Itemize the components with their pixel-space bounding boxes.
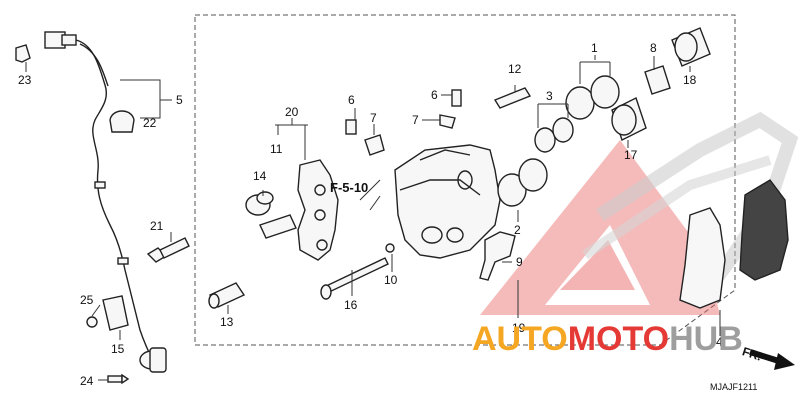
pad-pin-16 [320, 257, 389, 300]
piston-17 [611, 97, 647, 141]
leader-lines [25, 55, 721, 381]
speed-sensor-harness [44, 31, 167, 373]
part-label-12: 12 [508, 62, 522, 76]
part-label-11: 11 [270, 142, 283, 156]
piston-seals-lower [497, 158, 548, 207]
part-label-8: 8 [650, 41, 657, 55]
part-label-1: 1 [591, 41, 598, 55]
assembly-frame [194, 14, 736, 346]
part-label-7a: 7 [370, 111, 377, 125]
part-label-9: 9 [516, 255, 523, 269]
part-label-5: 5 [176, 93, 183, 107]
part-label-25: 25 [80, 293, 94, 307]
part-label-14: 14 [253, 169, 267, 183]
part-label-20: 20 [285, 105, 299, 119]
part-label-10: 10 [384, 273, 398, 287]
caliper-bracket [259, 159, 339, 261]
piston-seals [534, 117, 574, 153]
part-label-2: 2 [514, 223, 521, 237]
direction-arrow-icon [749, 349, 795, 370]
slide-pin-13 [208, 282, 246, 309]
part-label-23: 23 [18, 73, 32, 87]
part-label-15: 15 [111, 342, 125, 356]
part-label-13: 13 [220, 315, 234, 329]
part-label-7b: 7 [412, 113, 419, 127]
watermark-text-moto: MOTO [568, 320, 669, 358]
watermark-text-auto: AUTO [472, 320, 568, 358]
part-label-4: 4 [716, 335, 723, 349]
harness-clip [109, 110, 135, 133]
pad-spring [479, 231, 516, 281]
watermark-text-hub: HUB [669, 320, 743, 358]
washer [385, 243, 395, 253]
part-label-18: 18 [683, 73, 697, 87]
part-label-22: 22 [143, 116, 157, 130]
bleeder-screw-right [439, 89, 462, 129]
caliper-body [394, 144, 501, 259]
part-label-6b: 6 [431, 88, 438, 102]
part-label-3: 3 [546, 89, 553, 103]
brake-pad-outer [739, 179, 789, 281]
part-labels: 1 2 3 4 5 6 6 7 7 8 9 10 11 12 13 14 15 … [18, 41, 763, 392]
reference-label: F-5-10 [330, 180, 368, 195]
brake-pad-inner [679, 207, 726, 309]
connector-clip [15, 44, 31, 63]
watermark-text: AUTOMOTOHUB [472, 320, 743, 358]
piston-8 [644, 65, 671, 95]
pin-boot [245, 191, 274, 216]
part-label-16: 16 [344, 298, 358, 312]
bolt-21 [146, 237, 190, 263]
drawing-code: MJAJF1211 [710, 382, 757, 392]
pin-12 [493, 87, 532, 109]
piston-18 [671, 27, 711, 67]
pistons [565, 75, 620, 120]
part-label-21: 21 [150, 219, 164, 233]
watermark-logo-graphic [480, 111, 799, 315]
bolt-24 [107, 373, 130, 385]
direction-label: FR. [741, 344, 764, 363]
sensor-bracket [86, 295, 129, 331]
part-label-24: 24 [80, 374, 94, 388]
part-label-17: 17 [624, 148, 638, 162]
part-label-19: 19 [512, 321, 526, 335]
bleeder-screw-left [345, 119, 385, 156]
part-label-6a: 6 [348, 93, 355, 107]
